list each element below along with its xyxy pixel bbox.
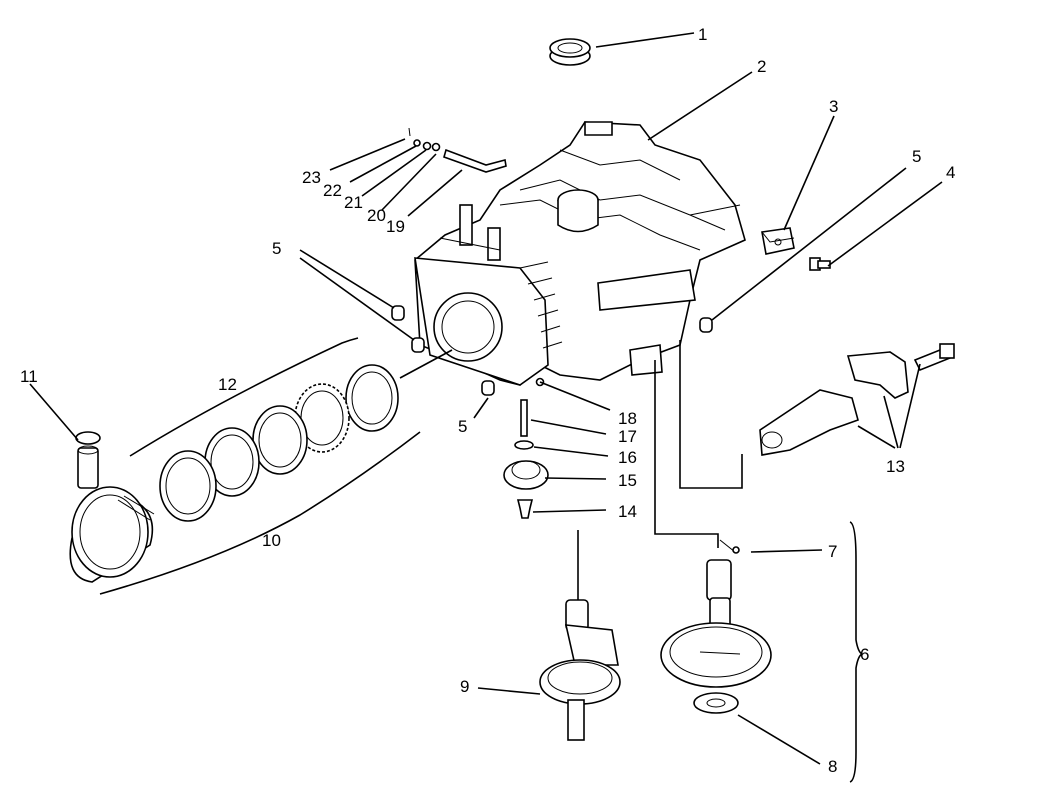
label-11: 11 <box>20 367 38 386</box>
part-washer <box>693 692 739 714</box>
part-cam-pin <box>719 539 740 554</box>
label-17: 17 <box>618 427 637 446</box>
label-7: 7 <box>828 542 837 561</box>
label-14: 14 <box>618 502 637 521</box>
label-8: 8 <box>828 757 837 776</box>
label-23: 23 <box>302 168 321 187</box>
label-22: 22 <box>323 181 342 200</box>
label-5-left: 5 <box>272 239 281 258</box>
label-10: 10 <box>262 531 281 550</box>
label-21: 21 <box>344 193 363 212</box>
part-piston-rings <box>159 364 399 522</box>
label-6: 6 <box>860 645 869 664</box>
part-governor-gear <box>503 377 549 519</box>
label-4: 4 <box>946 163 955 182</box>
label-13: 13 <box>886 457 905 476</box>
label-20: 20 <box>367 206 386 225</box>
part-bolt-small <box>809 257 831 271</box>
label-1: 1 <box>698 25 707 44</box>
label-5-right: 5 <box>912 147 921 166</box>
label-9: 9 <box>460 677 469 696</box>
callout-labels: 1 2 3 4 5 5 5 6 7 8 9 10 11 12 13 14 15 … <box>20 25 955 776</box>
label-15: 15 <box>618 471 637 490</box>
label-3: 3 <box>829 97 838 116</box>
label-5-lower: 5 <box>458 417 467 436</box>
part-wrist-pin <box>75 431 101 489</box>
label-18: 18 <box>618 409 637 428</box>
part-crankcase <box>414 121 746 386</box>
group-brackets <box>99 337 864 783</box>
part-camshaft <box>660 559 772 688</box>
part-crankshaft <box>539 599 621 741</box>
label-19: 19 <box>386 217 405 236</box>
part-seal <box>549 38 591 66</box>
part-piston <box>69 486 155 583</box>
part-governor-linkage <box>408 127 507 173</box>
label-16: 16 <box>618 448 637 467</box>
leader-lines <box>29 32 943 765</box>
part-dowels <box>391 305 713 396</box>
part-bracket <box>761 227 795 255</box>
label-12: 12 <box>218 375 237 394</box>
part-connecting-rod <box>759 343 955 456</box>
label-2: 2 <box>757 57 766 76</box>
